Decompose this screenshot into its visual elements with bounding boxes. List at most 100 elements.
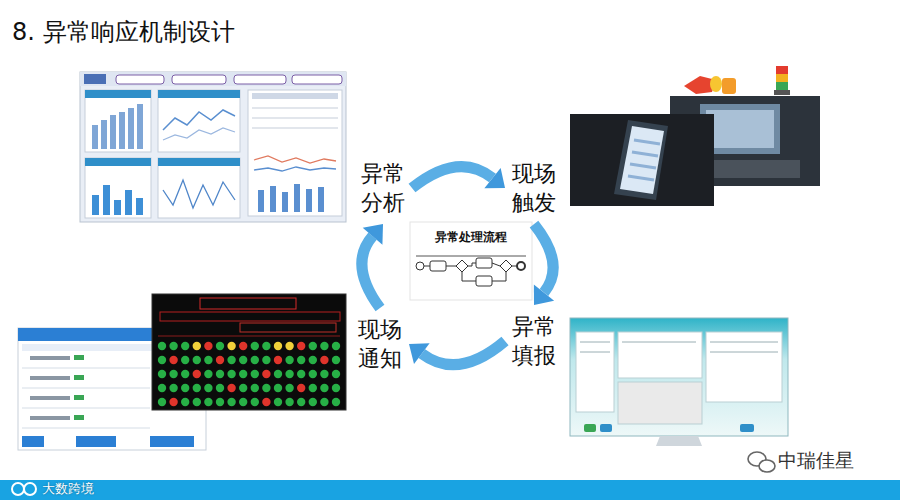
andon-lamp (181, 384, 189, 392)
andon-lamp (332, 370, 340, 378)
dashboard-screenshot-part (252, 118, 338, 119)
andon-lamp (309, 384, 317, 392)
andon-lamp (274, 356, 282, 364)
andon-lamp (216, 398, 224, 406)
stage-label: 现场触发 (511, 158, 557, 218)
andon-lamp (297, 398, 305, 406)
dashboard-screenshot-part (163, 128, 235, 140)
alarm-icons-part (774, 90, 790, 95)
process-flow-thumbnail-part (416, 256, 526, 257)
andon-lamp (204, 356, 212, 364)
dashboard-screenshot-part (92, 125, 98, 149)
alarm-icons-part (776, 82, 788, 90)
andon-lamp (204, 342, 212, 350)
andon-lamp (274, 384, 282, 392)
andon-board-part (200, 298, 296, 309)
andon-lamp (251, 370, 259, 378)
andon-lamp (181, 398, 189, 406)
stage-text: 现场通知 (358, 315, 402, 373)
alarm-icons-part (722, 78, 736, 94)
andon-lamp (169, 398, 177, 406)
andon-lamp (320, 342, 328, 350)
andon-lamp (193, 342, 201, 350)
footer-bar (0, 480, 900, 500)
andon-lamp (332, 342, 340, 350)
andon-lamp (239, 398, 247, 406)
andon-lamp (262, 356, 270, 364)
andon-lamp (309, 342, 317, 350)
andon-lamp (274, 398, 282, 406)
cycle-arrow (412, 167, 505, 189)
stage-label: 异常分析 (360, 158, 406, 218)
mobile-app-screenshot-part (22, 428, 150, 429)
andon-lamp (158, 342, 166, 350)
process-flow-thumbnail-part (476, 258, 492, 268)
cycle-arrow (409, 341, 505, 365)
andon-lamp (309, 398, 317, 406)
andon-lamp (332, 356, 340, 364)
dashboard-screenshot-part (163, 110, 235, 130)
mobile-app-screenshot-part (74, 415, 84, 420)
andon-lamp (320, 398, 328, 406)
mobile-app-screenshot-part (74, 355, 84, 360)
footer-bar-part (0, 480, 900, 500)
arrow-head (409, 343, 430, 364)
dashboard-screenshot-part (85, 158, 151, 166)
mobile-app-screenshot-part (22, 408, 150, 409)
andon-lamp (262, 384, 270, 392)
andon-lamp (332, 398, 340, 406)
cycle-arrow (534, 224, 554, 305)
watermark-site: 大数跨境 (42, 482, 94, 496)
andon-lamp (204, 370, 212, 378)
process-flow-thumbnail-part (492, 272, 506, 281)
arrow-head (484, 168, 505, 188)
andon-lamp (262, 370, 270, 378)
andon-lamp (251, 356, 259, 364)
box-heading: 异常处理流程 (435, 230, 507, 244)
andon-lamp (158, 356, 166, 364)
andon-lamp (320, 356, 328, 364)
software-screenshot-part (580, 342, 610, 343)
dashboard-screenshot-part (158, 90, 240, 152)
andon-lamp (193, 370, 201, 378)
andon-lamp (285, 370, 293, 378)
mobile-app-screenshot-part (74, 375, 84, 380)
andon-lamp (251, 384, 259, 392)
andon-lamp (227, 356, 235, 364)
mobile-app-screenshot-part (150, 436, 194, 447)
andon-lamp (274, 342, 282, 350)
software-screenshot-part (618, 382, 702, 424)
andon-lamp (251, 398, 259, 406)
dashboard-screenshot-part (234, 75, 286, 84)
dashboard-screenshot-part (254, 156, 336, 163)
dashboard-screenshot (80, 72, 346, 222)
dashboard-screenshot-part (114, 200, 121, 215)
andon-lamp (297, 356, 305, 364)
mobile-app-screenshot-part (22, 344, 152, 351)
dashboard-screenshot-part (306, 189, 312, 212)
dashboard-screenshot-part (125, 190, 132, 215)
stage-text: 异常填报 (512, 312, 556, 370)
dashboard-screenshot-part (252, 93, 338, 99)
dashboard-screenshot-part (119, 112, 125, 149)
mobile-app-screenshot-part (30, 376, 70, 380)
footer-logo (12, 483, 36, 495)
mobile-app-screenshot-part (76, 436, 116, 447)
mobile-app-screenshot-part (30, 356, 70, 360)
software-screenshot-part (710, 352, 778, 353)
andon-lamp (158, 370, 166, 378)
andon-lamp (193, 398, 201, 406)
dashboard-screenshot-part (80, 72, 346, 222)
software-screenshot-part (600, 424, 612, 432)
phone-photo-part (628, 176, 654, 180)
andon-lamp (169, 356, 177, 364)
software-screenshot-part (570, 318, 788, 436)
cycle-arrow (362, 224, 383, 308)
dashboard-screenshot-part (84, 74, 106, 84)
dashboard-screenshot-part (101, 120, 107, 149)
andon-board (152, 294, 346, 410)
software-screenshot-part (740, 424, 754, 432)
andon-lamp (169, 342, 177, 350)
andon-lamp (169, 384, 177, 392)
